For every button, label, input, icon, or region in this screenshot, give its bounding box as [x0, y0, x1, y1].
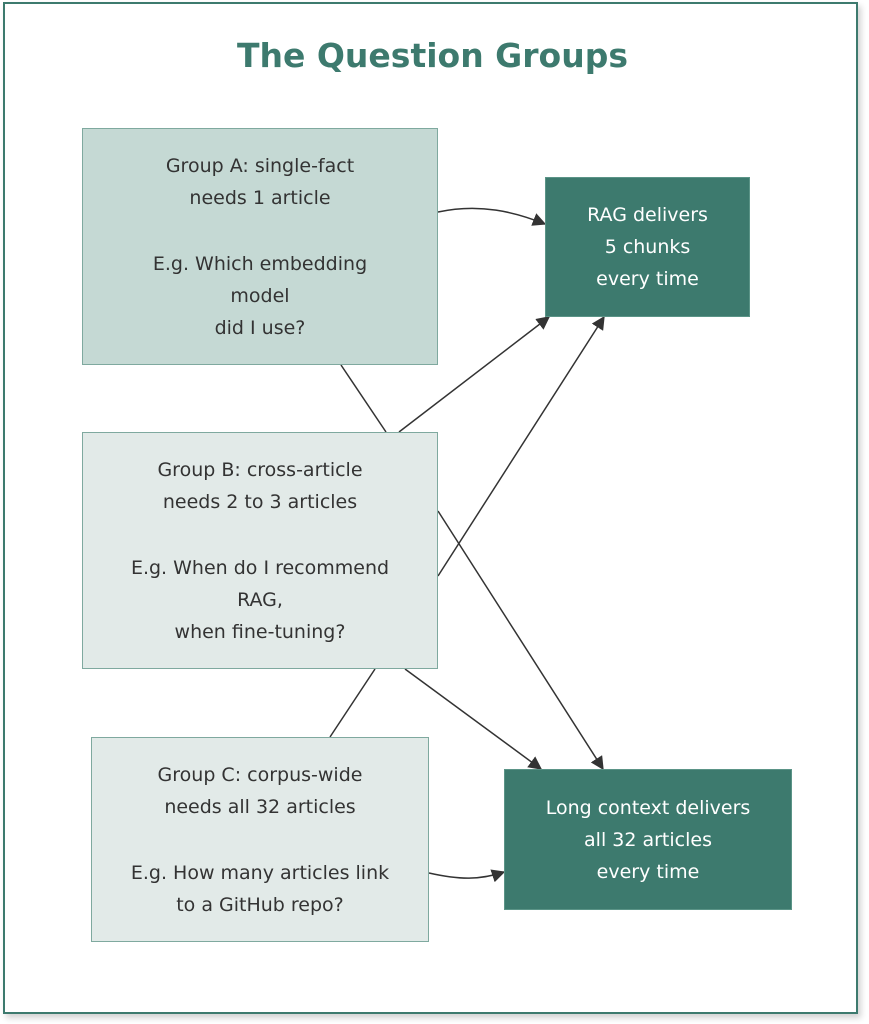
long-context-outcome-line-1: Long context delivers [545, 796, 751, 819]
long-context-outcome-line-3: every time [596, 860, 700, 883]
group-b-example-line-2: RAG, [237, 588, 283, 611]
long-context-outcome-node: Long context delivers all 32 articles ev… [504, 769, 792, 910]
edge-group-a-to-long-context-continued [404, 668, 543, 770]
long-context-outcome-line-2: all 32 articles [584, 828, 712, 851]
group-a-example-line-2: model [230, 284, 290, 307]
rag-outcome-line-3: every time [596, 268, 699, 290]
group-a-need: needs 1 article [189, 186, 331, 209]
edge-group-b-to-rag [398, 316, 551, 433]
group-b-node: Group B: cross-article needs 2 to 3 arti… [82, 432, 438, 669]
group-c-node: Group C: corpus-wide needs all 32 articl… [91, 737, 429, 942]
diagram-title: The Question Groups [237, 36, 628, 75]
edge-group-c-to-long-context [428, 869, 506, 883]
edge-group-b-to-long-context [437, 510, 604, 771]
rag-outcome-node: RAG delivers 5 chunks every time [545, 177, 750, 317]
group-b-need: needs 2 to 3 articles [162, 490, 358, 513]
group-c-heading: Group C: corpus-wide [157, 763, 363, 786]
edge-group-a-to-rag [437, 207, 547, 226]
group-a-heading: Group A: single-fact [165, 154, 355, 177]
group-c-example-line-1: E.g. How many articles link [130, 861, 390, 884]
group-a-example-line-1: E.g. Which embedding [152, 252, 368, 275]
group-a-node: Group A: single-fact needs 1 article E.g… [82, 128, 438, 365]
edge-group-c-to-rag-continued [437, 315, 605, 577]
rag-outcome-line-2: 5 chunks [604, 236, 691, 258]
edge-group-c-to-rag [329, 668, 376, 738]
group-a-example-line-3: did I use? [214, 316, 306, 339]
group-b-example-line-1: E.g. When do I recommend [130, 556, 390, 579]
group-b-heading: Group B: cross-article [157, 458, 363, 481]
rag-outcome-line-1: RAG delivers [587, 204, 708, 226]
group-b-example-line-3: when fine-tuning? [174, 620, 346, 643]
group-c-example-line-2: to a GitHub repo? [176, 893, 344, 916]
edge-group-a-to-long-context [340, 364, 387, 433]
group-c-need: needs all 32 articles [164, 795, 356, 818]
